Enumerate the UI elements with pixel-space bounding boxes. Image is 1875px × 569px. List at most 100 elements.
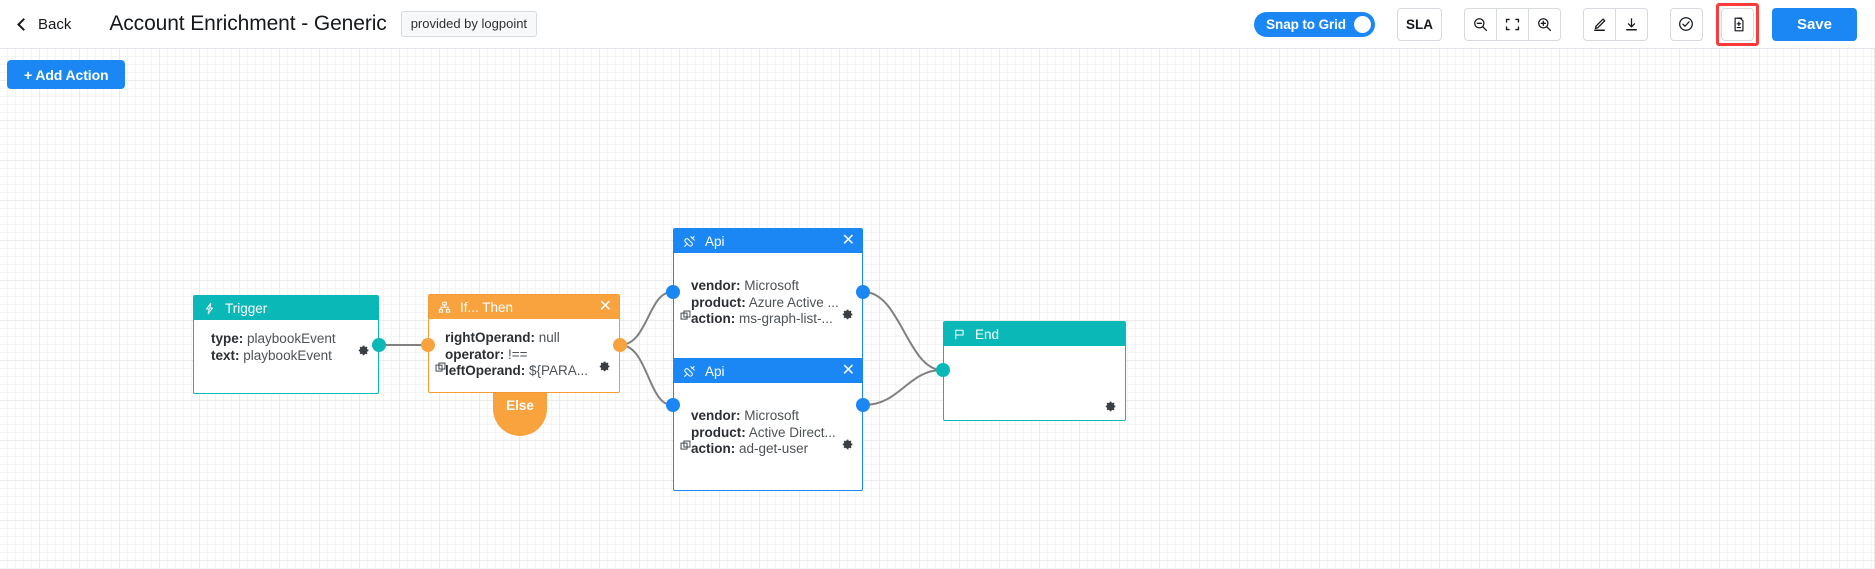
add-action-button[interactable]: + Add Action bbox=[7, 60, 126, 89]
node-end-body bbox=[944, 346, 1125, 420]
port-api-bottom-in[interactable] bbox=[666, 398, 680, 412]
port-ifthen-in[interactable] bbox=[421, 338, 435, 352]
node-api-top-settings-icon[interactable] bbox=[841, 308, 854, 321]
snap-to-grid-toggle[interactable]: Snap to Grid bbox=[1254, 11, 1375, 37]
node-api-top-close-icon[interactable]: ✕ bbox=[841, 232, 855, 249]
node-trigger-header: Trigger bbox=[194, 296, 378, 320]
node-api-top-row-0: vendor: Microsoft bbox=[691, 278, 850, 295]
fit-screen-icon bbox=[1504, 16, 1521, 33]
node-api-bottom-row-0: vendor: Microsoft bbox=[691, 408, 850, 425]
fit-to-screen-button[interactable] bbox=[1495, 7, 1529, 41]
zoom-button-group bbox=[1463, 7, 1561, 41]
node-api-top-header: Api ✕ bbox=[674, 229, 862, 253]
row-value: Azure Active ... bbox=[748, 294, 839, 310]
port-ifthen-out[interactable] bbox=[613, 338, 627, 352]
back-button[interactable]: Back bbox=[17, 15, 72, 33]
zoom-in-icon bbox=[1536, 16, 1553, 33]
node-ifthen-body: rightOperand: null operator: !== leftOpe… bbox=[429, 319, 619, 380]
node-end-settings-icon[interactable] bbox=[1104, 400, 1117, 413]
playbook-canvas[interactable]: + Add Action Trigger typ bbox=[0, 49, 1875, 569]
snap-to-grid-label: Snap to Grid bbox=[1266, 16, 1346, 32]
row-key: operator: bbox=[445, 346, 505, 362]
zoom-out-button[interactable] bbox=[1463, 7, 1497, 41]
row-value: null bbox=[538, 330, 560, 345]
row-key: type: bbox=[211, 331, 244, 346]
node-trigger-row-0: type: playbookEvent bbox=[211, 331, 366, 348]
zoom-out-icon bbox=[1472, 16, 1489, 33]
sla-button[interactable]: SLA bbox=[1396, 7, 1442, 41]
node-api-bottom-row-2: action: ad-get-user bbox=[691, 441, 850, 458]
node-api-top-row-2: action: ms-graph-list-... bbox=[691, 311, 850, 328]
node-api-bottom-body: vendor: Microsoft product: Active Direct… bbox=[674, 383, 862, 458]
page-title: Account Enrichment - Generic bbox=[109, 12, 387, 35]
node-trigger[interactable]: Trigger type: playbookEvent text: playbo… bbox=[193, 295, 379, 394]
node-api-bottom-title: Api bbox=[705, 363, 725, 379]
else-branch-label: Else bbox=[506, 398, 534, 413]
node-api-top-title: Api bbox=[705, 233, 725, 249]
node-ifthen-duplicate-icon[interactable] bbox=[435, 362, 447, 374]
node-ifthen-row-0: rightOperand: null bbox=[445, 330, 607, 347]
zoom-in-button[interactable] bbox=[1527, 7, 1561, 41]
plug-icon bbox=[683, 365, 696, 378]
edit-pencil-icon bbox=[1591, 16, 1608, 33]
node-api-top[interactable]: Api ✕ vendor: Microsoft product: Azure A… bbox=[673, 228, 863, 361]
node-end-header: End bbox=[944, 322, 1125, 346]
node-api-bottom-settings-icon[interactable] bbox=[841, 438, 854, 451]
node-ifthen-row-2: leftOperand: ${PARA... bbox=[445, 363, 607, 380]
duplicate-playbook-highlight bbox=[1715, 2, 1759, 46]
download-icon bbox=[1623, 16, 1640, 33]
node-trigger-title: Trigger bbox=[225, 300, 268, 316]
row-key: action: bbox=[691, 311, 736, 326]
port-end-in[interactable] bbox=[936, 363, 950, 377]
node-trigger-row-1: text: playbookEvent bbox=[211, 348, 366, 365]
row-key: leftOperand: bbox=[445, 363, 526, 378]
validate-button[interactable] bbox=[1669, 7, 1703, 41]
node-ifthen-header: If... Then ✕ bbox=[429, 295, 619, 319]
provided-by-badge: provided by logpoint bbox=[400, 11, 538, 37]
row-key: vendor: bbox=[691, 408, 741, 423]
edge-layer bbox=[379, 291, 943, 406]
node-trigger-settings-icon[interactable] bbox=[357, 344, 370, 357]
header-toolbar: Snap to Grid SLA bbox=[1254, 2, 1857, 46]
node-api-top-duplicate-icon[interactable] bbox=[680, 310, 692, 322]
back-button-label: Back bbox=[38, 15, 72, 33]
port-api-bottom-out[interactable] bbox=[856, 398, 870, 412]
port-api-top-out[interactable] bbox=[856, 285, 870, 299]
edge-api-bottom-to-end bbox=[863, 369, 943, 406]
edit-button[interactable] bbox=[1582, 7, 1616, 41]
flag-icon bbox=[953, 328, 966, 341]
edit-export-button-group bbox=[1582, 7, 1648, 41]
row-key: product: bbox=[691, 424, 746, 440]
lightning-bolt-icon bbox=[203, 302, 216, 315]
edge-ifthen-to-api-bottom bbox=[619, 344, 673, 406]
node-end-title: End bbox=[975, 326, 1000, 342]
node-ifthen-close-icon[interactable]: ✕ bbox=[598, 298, 612, 315]
snap-to-grid-knob bbox=[1353, 15, 1371, 33]
edge-ifthen-to-api-top bbox=[619, 291, 673, 346]
validate-check-icon bbox=[1677, 15, 1695, 33]
port-trigger-out[interactable] bbox=[372, 338, 386, 352]
plug-icon bbox=[683, 235, 696, 248]
node-api-bottom-header: Api ✕ bbox=[674, 359, 862, 383]
node-ifthen-title: If... Then bbox=[460, 299, 514, 315]
duplicate-document-icon bbox=[1729, 16, 1746, 33]
node-end[interactable]: End bbox=[943, 321, 1126, 421]
node-ifthen-row-1: operator: !== bbox=[445, 347, 607, 364]
save-button[interactable]: Save bbox=[1771, 7, 1857, 41]
else-branch-badge[interactable]: Else bbox=[493, 392, 547, 436]
node-api-bottom[interactable]: Api ✕ vendor: Microsoft product: Active … bbox=[673, 358, 863, 491]
node-api-top-row-1: product: Azure Active ... bbox=[691, 295, 850, 312]
row-value: Microsoft bbox=[744, 408, 800, 423]
node-ifthen[interactable]: If... Then ✕ rightOperand: null operator… bbox=[428, 294, 620, 393]
node-api-bottom-duplicate-icon[interactable] bbox=[680, 440, 692, 452]
port-api-top-in[interactable] bbox=[666, 285, 680, 299]
row-value: ${PARA... bbox=[529, 363, 589, 378]
row-key: vendor: bbox=[691, 278, 741, 293]
node-ifthen-settings-icon[interactable] bbox=[598, 360, 611, 373]
edge-api-top-to-end bbox=[863, 291, 943, 371]
row-value: Microsoft bbox=[744, 278, 800, 293]
download-button[interactable] bbox=[1614, 7, 1648, 41]
chevron-left-icon bbox=[17, 17, 30, 31]
duplicate-playbook-button[interactable] bbox=[1720, 7, 1754, 41]
node-api-bottom-close-icon[interactable]: ✕ bbox=[841, 362, 855, 379]
